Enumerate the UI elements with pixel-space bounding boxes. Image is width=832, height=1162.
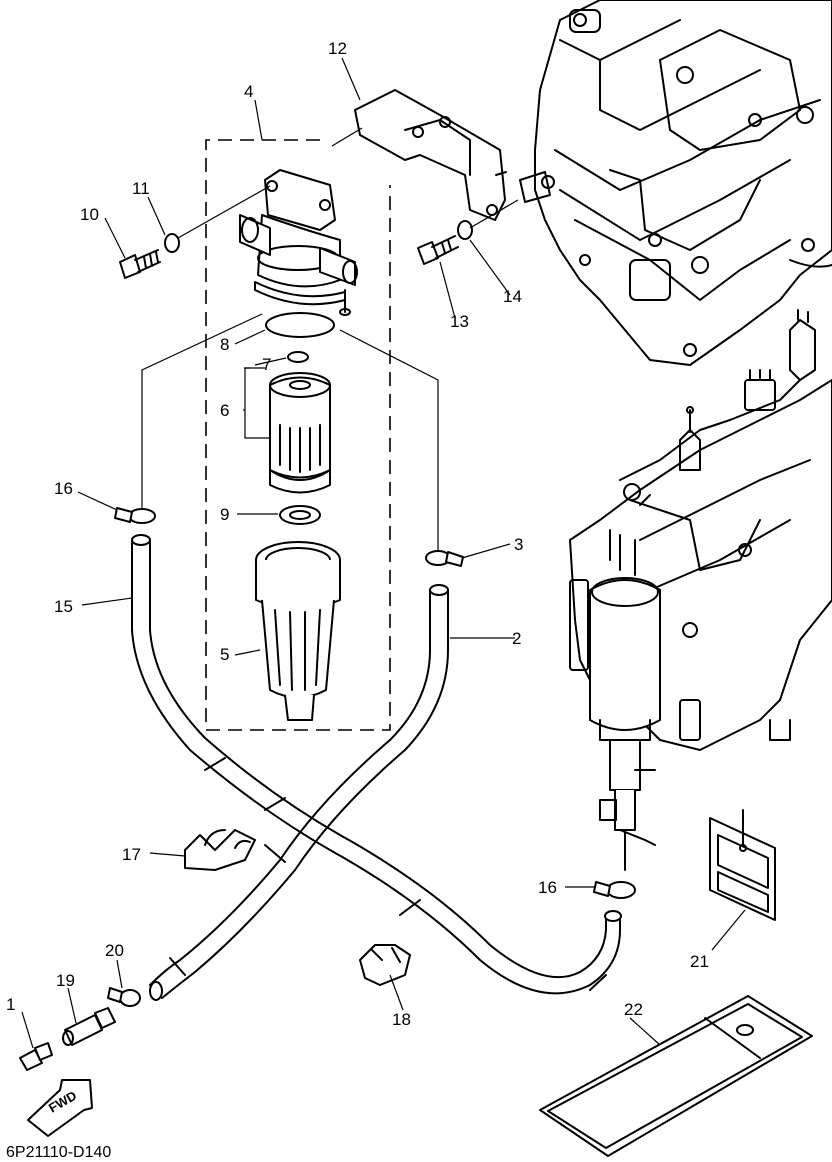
plug-part-1	[19, 1042, 53, 1071]
callout-numbers: 1 2 3 4 5 6 7 8 9 10 11 12 13 14 15 16 1…	[6, 39, 709, 1029]
callout-16-left: 16	[54, 479, 73, 498]
callout-20: 20	[105, 941, 124, 960]
forward-direction-arrow: FWD	[27, 1079, 93, 1137]
label-part-21	[709, 809, 776, 921]
joint-part-19	[62, 1007, 116, 1046]
callout-18: 18	[392, 1010, 411, 1029]
hose-clip-part-20	[107, 987, 141, 1007]
hose-clip-part-16-left	[114, 507, 156, 524]
callout-1: 1	[6, 995, 15, 1014]
filter-cup-part-5	[255, 541, 341, 721]
callout-2: 2	[512, 629, 521, 648]
filter-head	[239, 169, 358, 316]
bag-part-22	[539, 995, 813, 1157]
bolt-part-13	[417, 235, 459, 265]
fuel-hose-part-15	[131, 534, 622, 995]
callout-11: 11	[132, 179, 150, 198]
washer-part-11	[164, 233, 180, 253]
seal-part-7	[287, 351, 309, 363]
callout-5: 5	[220, 645, 229, 664]
callout-16-right: 16	[538, 878, 557, 897]
callout-6: 6	[220, 401, 229, 420]
hose-holder-part-18	[359, 944, 411, 986]
callout-14: 14	[503, 287, 522, 306]
callout-13: 13	[450, 312, 469, 331]
washer-part-14	[457, 220, 473, 240]
vapor-separator-assembly	[569, 309, 832, 871]
bracket-part-12	[354, 89, 507, 221]
callout-15: 15	[54, 597, 73, 616]
filter-assembly-boundary	[205, 139, 391, 731]
seal-part-9	[279, 505, 321, 525]
filter-element-part-6	[269, 372, 331, 494]
callout-17: 17	[122, 845, 141, 864]
engine-block-upper	[519, 0, 832, 366]
bolt-part-10	[119, 249, 161, 279]
o-ring-part-8	[265, 312, 335, 338]
callout-3: 3	[514, 535, 523, 554]
hose-holder-part-17	[184, 829, 256, 871]
callout-12: 12	[328, 39, 347, 58]
callout-7: 7	[262, 355, 271, 374]
hose-clip-part-16-right	[593, 881, 636, 899]
callout-22: 22	[624, 1000, 643, 1019]
diagram-code: 6P21110-D140	[6, 1144, 111, 1161]
hose-clip-part-3	[425, 550, 464, 567]
fuel-hose-part-2	[149, 584, 449, 1001]
callout-4: 4	[244, 82, 253, 101]
leader-lines	[21, 57, 746, 1049]
callout-21: 21	[690, 952, 709, 971]
callout-19: 19	[56, 971, 75, 990]
callout-8: 8	[220, 335, 229, 354]
callout-9: 9	[220, 505, 229, 524]
callout-10: 10	[80, 205, 99, 224]
